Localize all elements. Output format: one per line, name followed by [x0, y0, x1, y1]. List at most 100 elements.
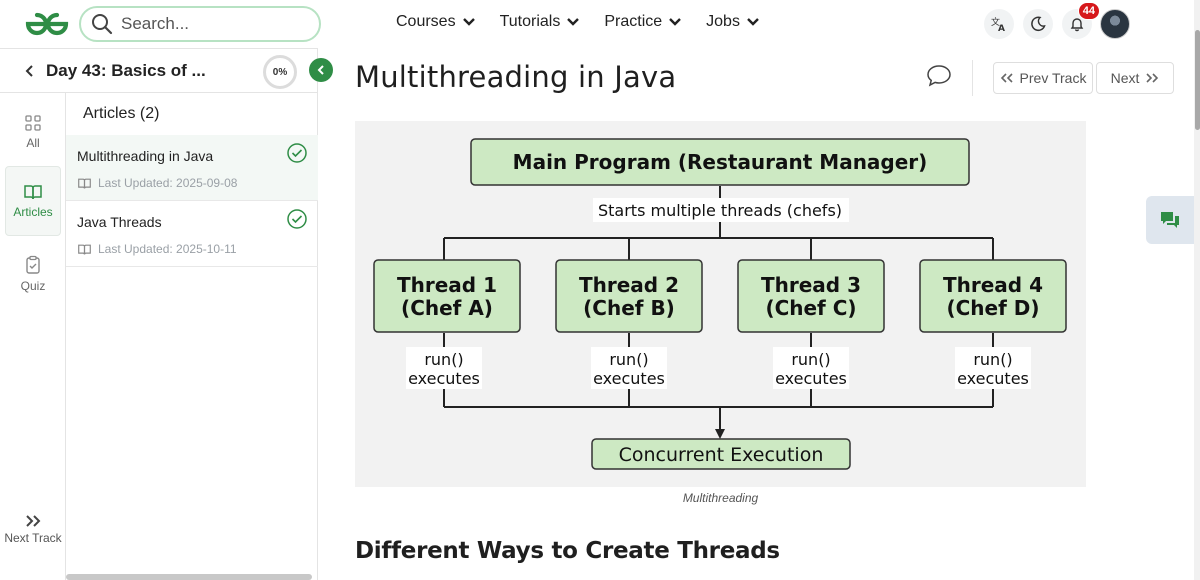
nav-jobs[interactable]: Jobs — [706, 13, 760, 31]
thread-node-4: Thread 4 (Chef D) — [919, 259, 1067, 333]
arrow-head — [715, 429, 725, 439]
rail-item-all[interactable]: All — [5, 97, 61, 167]
main-nav: Courses Tutorials Practice Jobs — [396, 13, 784, 31]
check-circle-icon — [287, 143, 307, 163]
progress-indicator: 0% — [263, 55, 297, 89]
article-title: Java Threads — [77, 214, 162, 230]
next-track-button[interactable]: Next Track — [0, 514, 66, 545]
chevron-down-icon — [747, 18, 759, 26]
chevron-down-icon — [567, 18, 580, 26]
thread-chef-label: (Chef A) — [401, 296, 493, 320]
edge-label: Starts multiple threads (chefs) — [598, 201, 842, 220]
left-rail: All Articles Quiz Next Track — [0, 48, 66, 580]
top-navigation-bar: Courses Tutorials Practice Jobs 文 A — [0, 0, 1200, 48]
clipboard-icon — [26, 255, 40, 274]
nav-courses[interactable]: Courses — [396, 13, 476, 31]
book-icon — [78, 244, 91, 255]
grid-icon — [25, 115, 41, 131]
run-label-3: run() executes — [773, 347, 849, 389]
article-item-java-threads[interactable]: Java Threads Last Updated: 2025-10-11 — [66, 201, 318, 267]
prev-track-label: Prev Track — [1019, 70, 1087, 86]
result-label: Concurrent Execution — [619, 444, 824, 466]
horizontal-scrollbar[interactable] — [66, 574, 312, 580]
rail-item-quiz[interactable]: Quiz — [5, 239, 61, 309]
nav-practice-label: Practice — [604, 13, 663, 30]
double-chevron-left-icon — [1000, 73, 1013, 83]
run-label-line1: run() — [609, 350, 648, 369]
divider — [972, 60, 973, 96]
search-box[interactable] — [79, 6, 321, 42]
dark-mode-button[interactable] — [1023, 9, 1053, 39]
diagram-svg: Main Program (Restaurant Manager) Starts… — [373, 138, 1067, 470]
collapse-sidebar-button[interactable] — [309, 58, 333, 82]
course-header: Day 43: Basics of ... 0% — [0, 48, 318, 93]
rail-item-articles[interactable]: Articles — [5, 166, 61, 236]
prev-track-button[interactable]: Prev Track — [993, 62, 1093, 94]
thread-node-3: Thread 3 (Chef C) — [737, 259, 885, 333]
figure-caption: Multithreading — [682, 491, 759, 505]
search-icon — [92, 14, 113, 35]
main-program-node: Main Program (Restaurant Manager) — [470, 138, 970, 186]
run-label-line2: executes — [593, 369, 665, 388]
search-input[interactable] — [121, 14, 291, 34]
svg-text:A: A — [998, 24, 1005, 32]
run-label-line2: executes — [775, 369, 847, 388]
thread-chef-label: (Chef D) — [946, 296, 1039, 320]
articles-panel: Day 43: Basics of ... 0% Articles (2) Mu… — [0, 48, 318, 580]
article-item-multithreading[interactable]: Multithreading in Java Last Updated: 202… — [66, 135, 318, 201]
translate-icon: 文 A — [991, 16, 1005, 32]
articles-section-title: Articles (2) — [83, 105, 160, 122]
article-updated: Last Updated: 2025-10-11 — [98, 242, 237, 256]
article-title: Multithreading in Java — [77, 148, 214, 164]
article-content: Multithreading in Java Prev Track Next — [318, 48, 1194, 580]
nav-tutorials[interactable]: Tutorials — [500, 13, 581, 31]
scrollbar-thumb[interactable] — [1195, 30, 1200, 130]
double-chevron-right-icon — [26, 515, 41, 527]
check-circle-icon — [287, 209, 307, 229]
main-program-label: Main Program (Restaurant Manager) — [513, 150, 928, 174]
article-meta: Last Updated: 2025-09-08 — [77, 176, 237, 190]
run-label-2: run() executes — [591, 347, 667, 389]
run-label-line2: executes — [408, 369, 480, 388]
chevron-left-icon[interactable] — [24, 64, 36, 78]
translate-button[interactable]: 文 A — [984, 9, 1014, 39]
chat-icon — [1161, 212, 1179, 228]
next-button[interactable]: Next — [1096, 62, 1174, 94]
user-avatar[interactable] — [1100, 9, 1130, 39]
thread-chef-label: (Chef C) — [765, 296, 856, 320]
top-right-icons: 文 A 44 — [975, 2, 1130, 39]
notifications-button[interactable]: 44 — [1062, 2, 1100, 39]
article-updated: Last Updated: 2025-09-08 — [98, 176, 238, 190]
double-chevron-right-icon — [1146, 73, 1159, 83]
chevron-left-icon — [317, 65, 324, 75]
comment-icon[interactable] — [926, 64, 952, 88]
rail-item-quiz-label: Quiz — [20, 279, 46, 293]
nav-practice[interactable]: Practice — [604, 13, 682, 31]
multithreading-diagram: Main Program (Restaurant Manager) Starts… — [355, 121, 1086, 487]
book-icon — [24, 185, 42, 200]
chat-button[interactable] — [1146, 196, 1194, 244]
concurrent-execution-node: Concurrent Execution — [591, 438, 851, 470]
next-label: Next — [1110, 70, 1140, 86]
thread-chef-label: (Chef B) — [583, 296, 675, 320]
thread-label: Thread 2 — [579, 273, 679, 297]
section-heading: Different Ways to Create Threads — [355, 538, 780, 564]
chevron-down-icon — [462, 18, 475, 26]
rail-item-all-label: All — [26, 136, 40, 150]
run-label-line2: executes — [957, 369, 1029, 388]
rail-item-articles-label: Articles — [13, 205, 53, 219]
thread-label: Thread 4 — [943, 273, 1043, 297]
moon-icon — [1031, 16, 1046, 32]
thread-node-1: Thread 1 (Chef A) — [373, 259, 521, 333]
book-icon — [78, 178, 91, 189]
article-meta: Last Updated: 2025-10-11 — [77, 242, 237, 256]
run-label-line1: run() — [973, 350, 1012, 369]
run-label-line1: run() — [791, 350, 830, 369]
bell-icon — [1070, 18, 1084, 32]
vertical-scrollbar[interactable] — [1194, 0, 1200, 580]
thread-node-2: Thread 2 (Chef B) — [555, 259, 703, 333]
svg-text:文: 文 — [991, 16, 1000, 28]
page-title: Multithreading in Java — [355, 60, 677, 94]
gfg-logo-icon[interactable] — [22, 9, 72, 39]
nav-courses-label: Courses — [396, 13, 456, 30]
